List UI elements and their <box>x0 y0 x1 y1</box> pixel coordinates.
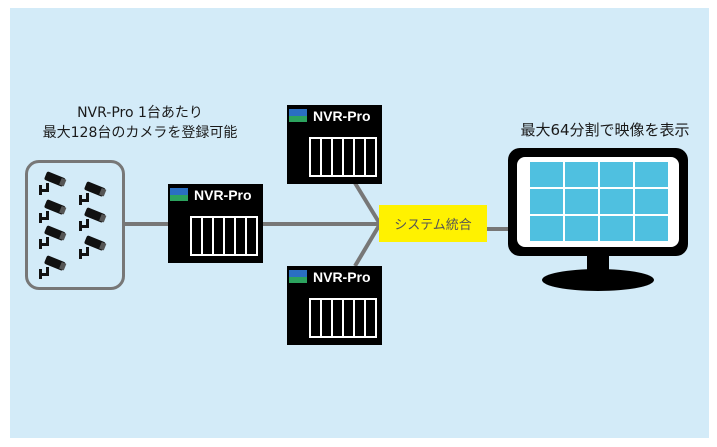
video-tile <box>635 162 668 187</box>
nvr-label: NVR-Pro <box>313 108 371 124</box>
nvr-label: NVR-Pro <box>313 269 371 285</box>
nvr-logo-icon <box>170 188 188 201</box>
cctv-camera-icon <box>39 199 67 223</box>
nvr-device-main: NVR-Pro <box>168 184 263 263</box>
video-tile <box>565 216 598 241</box>
camera-caption-line2: 最大128台のカメラを登録可能 <box>42 125 238 141</box>
cctv-camera-icon <box>79 235 107 259</box>
camera-caption: NVR-Pro 1台あたり 最大128台のカメラを登録可能 <box>40 103 240 143</box>
video-tile <box>600 189 633 214</box>
cctv-camera-icon <box>39 225 67 249</box>
nvr-device-top: NVR-Pro <box>287 105 382 184</box>
drive-bays <box>309 137 377 177</box>
video-grid <box>530 162 668 241</box>
nvr-label: NVR-Pro <box>194 187 252 203</box>
nvr-logo-icon <box>289 109 307 122</box>
drive-bays <box>190 216 258 256</box>
cctv-camera-icon <box>39 171 67 195</box>
camera-group <box>25 160 125 290</box>
connector-bottom-nvr-to-integration <box>353 222 382 268</box>
cctv-camera-icon <box>39 255 67 279</box>
video-tile <box>635 189 668 214</box>
video-tile <box>635 216 668 241</box>
video-tile <box>530 189 563 214</box>
video-tile <box>565 189 598 214</box>
video-tile <box>600 216 633 241</box>
cctv-camera-icon <box>79 207 107 231</box>
nvr-device-bottom: NVR-Pro <box>287 266 382 345</box>
cctv-camera-icon <box>79 181 107 205</box>
drive-bays <box>309 298 377 338</box>
camera-caption-line1: NVR-Pro 1台あたり <box>77 105 203 121</box>
video-tile <box>530 162 563 187</box>
video-tile <box>565 162 598 187</box>
integration-label: システム統合 <box>394 218 472 233</box>
video-tile <box>530 216 563 241</box>
monitor-icon <box>508 148 688 291</box>
video-tile <box>600 162 633 187</box>
nvr-logo-icon <box>289 270 307 283</box>
system-integration-box: システム統合 <box>379 205 487 242</box>
monitor-caption: 最大64分割で映像を表示 <box>520 121 690 139</box>
connector-top-nvr-to-integration <box>353 181 382 226</box>
